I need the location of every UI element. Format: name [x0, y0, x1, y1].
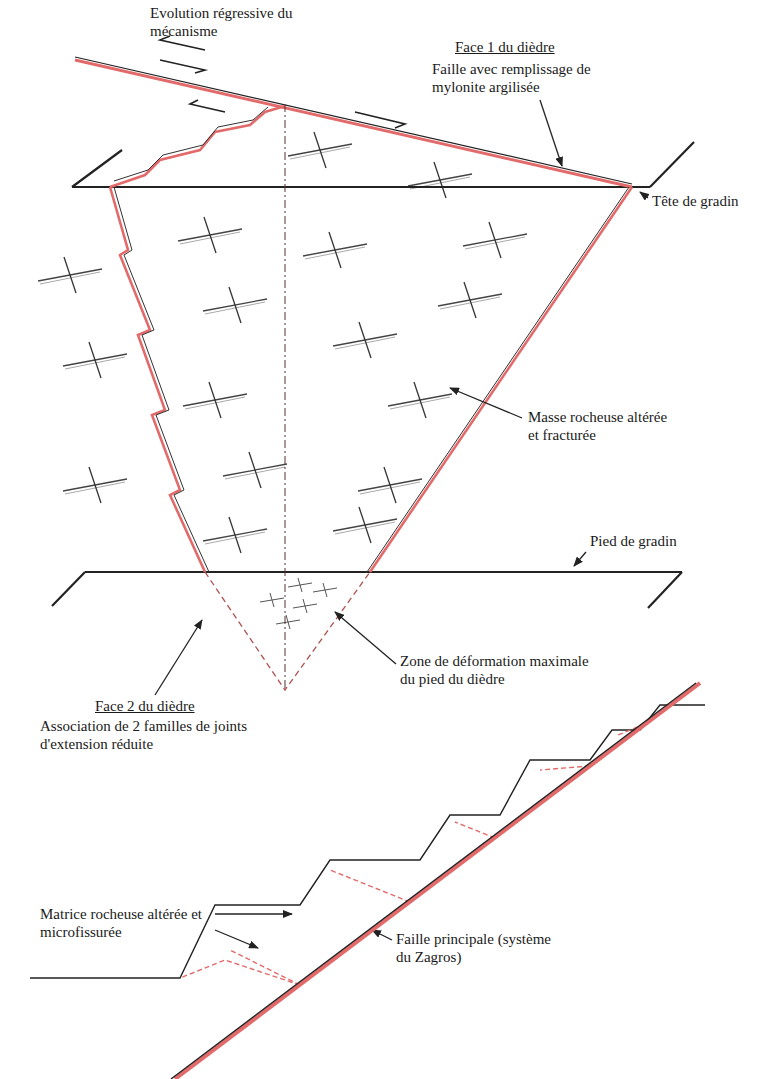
note-label: Evolution régressive du mécanisme	[150, 4, 300, 40]
fault-label: Faille principale (système du Zagros)	[396, 930, 556, 966]
zone-label: Zone de déformation maximale du pied du …	[400, 652, 605, 688]
microcrack-zones	[180, 724, 645, 985]
matrix-label: Matrice rocheuse altérée et microfissuré…	[40, 905, 212, 941]
fracture-symbols	[38, 132, 527, 629]
fault-label: Faille avec remplissage de mylonite argi…	[432, 60, 632, 96]
rock-mass-label: Masse rocheuse altérée et fracturée	[528, 408, 678, 444]
bench-label: Pied de gradin	[590, 532, 710, 550]
leader-lines	[155, 100, 648, 948]
face-title: Face 2 du dièdre	[95, 697, 255, 715]
shear-arrows	[160, 36, 405, 128]
face-title: Face 1 du dièdre	[455, 38, 615, 56]
bench-label: Tête de gradin	[652, 192, 762, 210]
joint-label: Association de 2 familles de joints d'ex…	[40, 717, 280, 753]
